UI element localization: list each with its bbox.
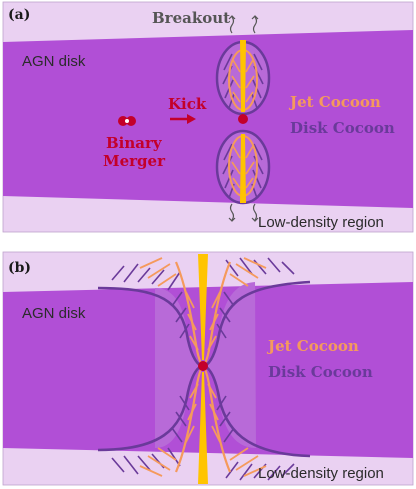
panel-b-cavity	[155, 282, 256, 448]
panel-b-upper-jet	[198, 254, 208, 360]
binary-merger-label-line2: Merger	[103, 152, 166, 170]
panel-b-disk-cocoon-label: Disk Cocoon	[268, 363, 373, 381]
upper-jet	[240, 40, 246, 112]
kick-label: Kick	[168, 95, 207, 113]
upper-jet-cocoon-hatching	[231, 59, 255, 103]
panel-a-low-density-label: Low-density region	[258, 214, 384, 231]
lower-disk-cocoon-hatching	[222, 143, 264, 199]
breakout-label: Breakout	[152, 9, 230, 27]
kicked-remnant-dot	[238, 114, 248, 124]
binary-merger-icon	[118, 116, 136, 126]
panel-b-jet-cocoon-hatching	[139, 257, 267, 477]
panel-b: (b) AGN disk Jet Cocoon Disk Cocoon Low-…	[2, 251, 414, 486]
panel-a-agn-disk	[3, 30, 413, 208]
panel-b-low-density-label: Low-density region	[258, 465, 384, 482]
panel-b-agn-disk-label: AGN disk	[22, 305, 86, 322]
upper-lobe	[215, 40, 271, 116]
panel-a-disk-cocoon-label: Disk Cocoon	[290, 119, 395, 137]
lower-jet	[240, 134, 246, 203]
panel-a: (a) AGN disk Breakout Kick Binary Merger…	[2, 1, 414, 233]
panel-b-lower-jet	[198, 372, 208, 484]
binary-merger-label-line1: Binary	[106, 134, 163, 152]
panel-b-label: (b)	[8, 260, 31, 276]
panel-b-merger-dot	[198, 361, 208, 371]
panel-b-jet-cocoon-label: Jet Cocoon	[266, 337, 359, 355]
breakout-arrows-top	[228, 15, 259, 34]
lower-lobe	[215, 129, 271, 205]
breakout-arrows-bottom	[228, 203, 259, 222]
kick-arrow	[170, 114, 196, 124]
panel-a-agn-disk-label: AGN disk	[22, 53, 86, 70]
panel-a-jet-cocoon-label: Jet Cocoon	[288, 93, 381, 111]
lower-jet-cocoon-hatching	[231, 145, 255, 189]
panel-a-label: (a)	[8, 7, 30, 23]
